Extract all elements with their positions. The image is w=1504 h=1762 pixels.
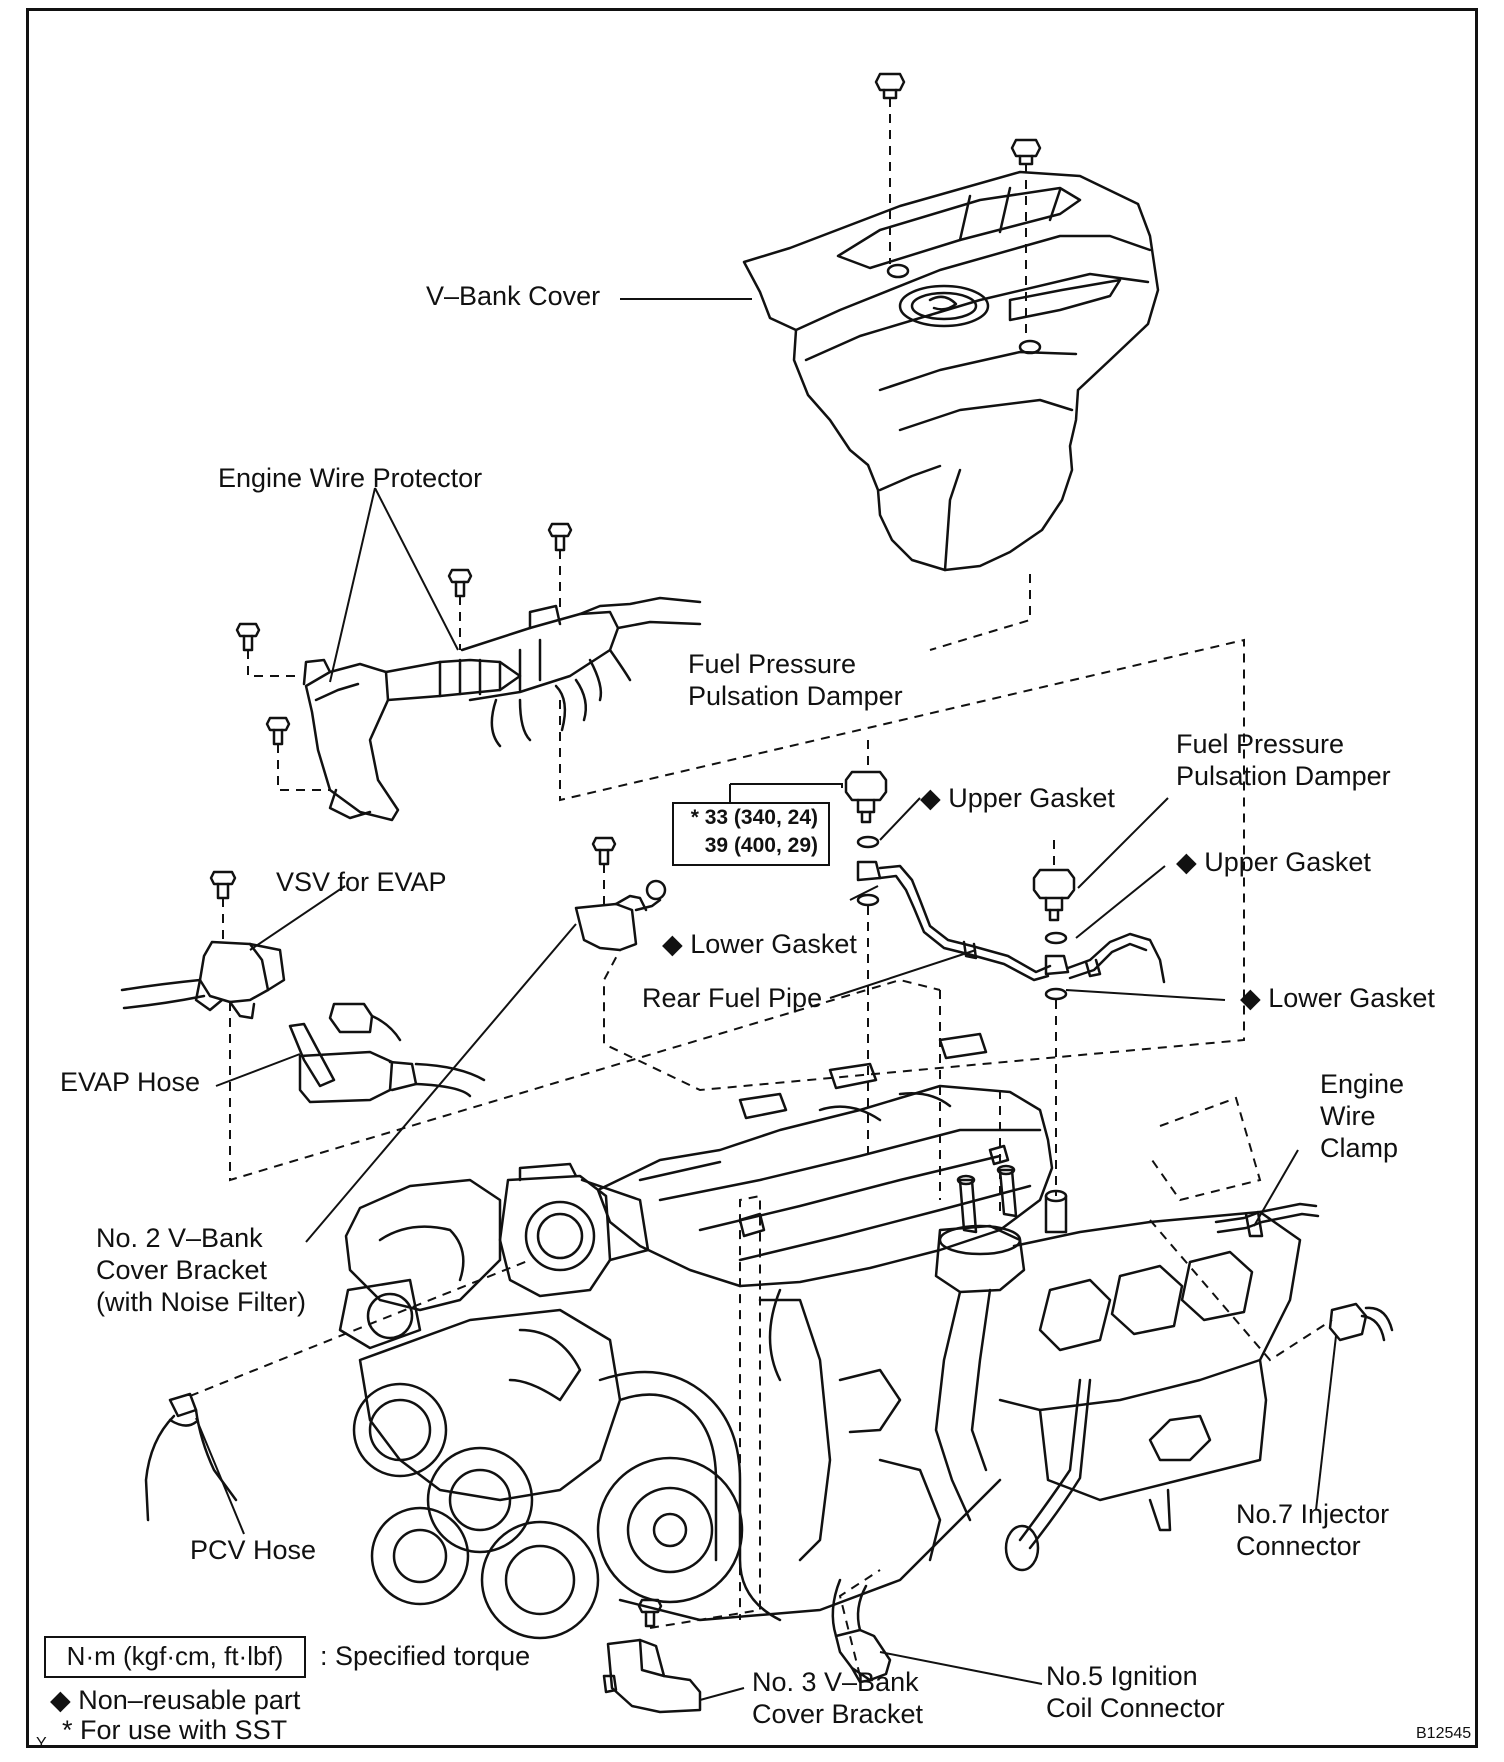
leader-lines [195,298,1337,1701]
engine-assembly-drawing [338,1032,1302,1640]
torque-line-1: * 33 (340, 24) [690,806,818,829]
label-line: Fuel Pressure [688,649,857,679]
dashed-reference-lines [189,98,1333,1677]
label-line: Clamp [1320,1133,1399,1163]
legend-unit-desc: : Specified torque [320,1641,531,1671]
label-line: Coil Connector [1046,1693,1225,1723]
label-line: Cover Bracket [752,1699,924,1729]
label-line: No.5 Ignition [1046,1661,1198,1691]
label-v-bank-cover: V–Bank Cover [426,281,601,311]
label-no3-bracket: No. 3 V–Bank Cover Bracket [752,1666,923,1730]
label-no5-ignition: No.5 Ignition Coil Connector [1046,1660,1225,1724]
label-pcv-hose: PCV Hose [190,1535,317,1565]
label-evap-hose: EVAP Hose [60,1067,201,1097]
label-lower-gasket-right: ◆ Lower Gasket [1240,983,1435,1013]
legend-unit-box: N·m (kgf·cm, ft·lbf) [44,1636,306,1678]
label-vsv-evap: VSV for EVAP [276,867,447,897]
label-upper-gasket-left: ◆ Upper Gasket [920,783,1115,813]
label-line: Cover Bracket [96,1255,268,1285]
pcv-hose-drawing [144,1392,238,1522]
fuel-damper-left-drawing [844,770,888,907]
label-no2-bracket: No. 2 V–Bank Cover Bracket (with Noise F… [96,1222,306,1318]
label-line: Engine [1320,1069,1405,1099]
label-upper-gasket-right: ◆ Upper Gasket [1176,847,1371,877]
legend-sst-note: * For use with SST [62,1715,288,1745]
no5-ignition-drawing [831,1578,892,1684]
label-line: Pulsation Damper [1176,761,1391,791]
v-bank-cover-drawing [742,170,1160,572]
label-line: No. 2 V–Bank [96,1223,263,1253]
label-fuel-damper-right: Fuel Pressure Pulsation Damper [1176,728,1391,792]
fuel-damper-right-drawing [1032,868,1076,1001]
label-fuel-damper-left: Fuel Pressure Pulsation Damper [688,648,903,712]
label-line: (with Noise Filter) [96,1287,307,1317]
rear-fuel-pipe-drawing [878,864,1166,984]
label-line: Fuel Pressure [1176,729,1345,759]
legend-non-reusable: ◆ Non–reusable part [50,1685,301,1715]
label-line: Connector [1236,1531,1361,1561]
torque-line-2: 39 (400, 29) [704,834,818,857]
legend-corner-mark: Y [36,1735,47,1752]
label-line: Wire [1320,1101,1376,1131]
label-lower-gasket-left: ◆ Lower Gasket [662,929,857,959]
label-line: No. 3 V–Bank [752,1667,919,1697]
label-line: No.7 Injector [1236,1499,1390,1529]
label-no7-injector: No.7 Injector Connector [1236,1498,1389,1562]
engine-wire-clamp-drawing [1214,1202,1320,1238]
label-engine-wire-protector: Engine Wire Protector [218,463,483,493]
figure-code: B12545 [1416,1725,1472,1742]
label-rear-fuel-pipe: Rear Fuel Pipe [642,983,823,1013]
no7-injector-drawing [1328,1302,1394,1342]
torque-spec-box: * 33 (340, 24) 39 (400, 29) [672,802,830,866]
vsv-evap-drawing [120,870,486,1104]
diagram-frame [26,8,1478,1748]
no2-bracket-drawing [574,836,667,952]
engine-wire-protector-drawing [302,596,702,822]
label-engine-wire-clamp: Engine Wire Clamp [1320,1068,1404,1164]
cover-bolts [874,72,1042,166]
label-line: Pulsation Damper [688,681,903,711]
